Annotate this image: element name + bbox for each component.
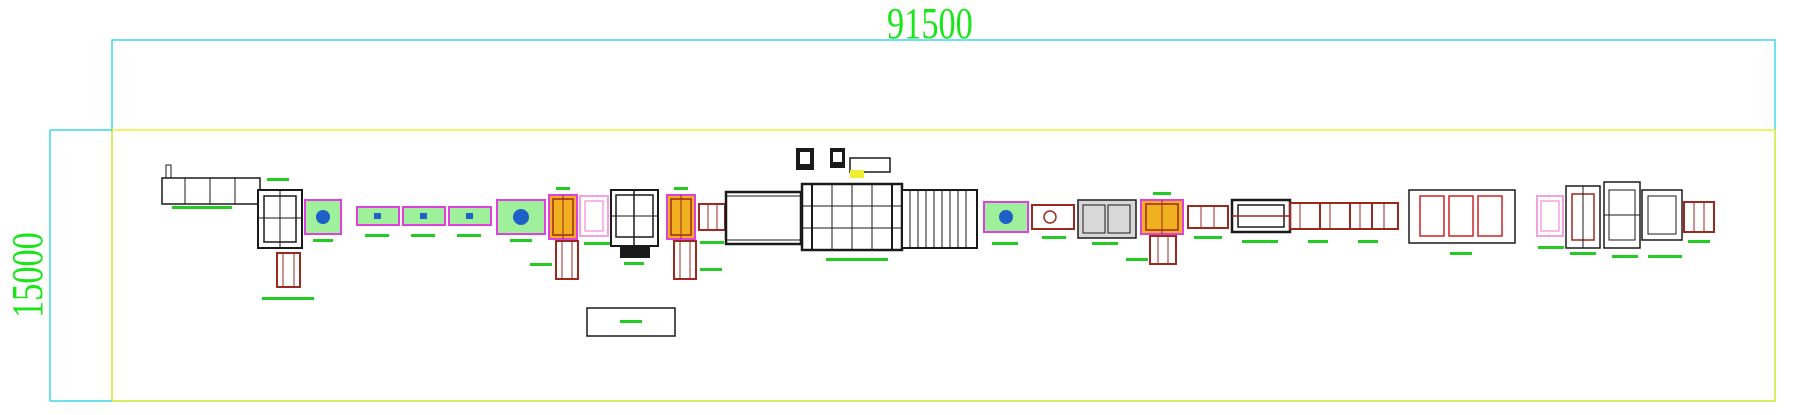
- frames: [49, 39, 1776, 402]
- lift-station-2: [666, 187, 696, 240]
- cooling-section: [901, 189, 978, 249]
- green-conveyor-2: [402, 206, 446, 237]
- side-cart-3: [673, 240, 722, 280]
- green-conveyor-1: [356, 206, 400, 237]
- red-rack-line: [1289, 202, 1399, 243]
- roller-conveyor-2: [496, 199, 546, 242]
- red-transfer-2: [1187, 205, 1229, 239]
- roller-conveyor-1: [304, 199, 342, 242]
- grey-machine: [1077, 199, 1137, 245]
- end-rack: [1683, 201, 1715, 243]
- lift-station-3: [1140, 192, 1184, 235]
- hopper-station: [257, 178, 303, 249]
- note-box: [586, 307, 676, 337]
- lift-station-1: [548, 187, 578, 240]
- side-cart-2: [530, 240, 579, 280]
- inner-frame: [111, 129, 1776, 402]
- dark-press: [1230, 198, 1292, 243]
- green-conveyor-3: [448, 206, 492, 237]
- pink-buffer-1: [579, 195, 610, 245]
- press-machine: [610, 189, 659, 265]
- overall-length-dimension: 91500: [887, 0, 973, 48]
- unloading-table: [161, 164, 261, 209]
- side-cart-4: [1126, 235, 1177, 265]
- main-oven: [800, 182, 904, 261]
- turntable-station: [1031, 204, 1075, 239]
- long-chamber: [724, 190, 803, 246]
- control-cabinet: [796, 148, 891, 178]
- side-cart-1: [262, 252, 314, 300]
- storage-bay: [1408, 189, 1516, 255]
- tower-stack: [1565, 181, 1683, 258]
- roller-conveyor-3: [983, 201, 1029, 245]
- red-transfer-1: [698, 203, 726, 244]
- pink-buffer-2: [1536, 195, 1564, 249]
- overall-width-dimension: 15000: [3, 232, 52, 318]
